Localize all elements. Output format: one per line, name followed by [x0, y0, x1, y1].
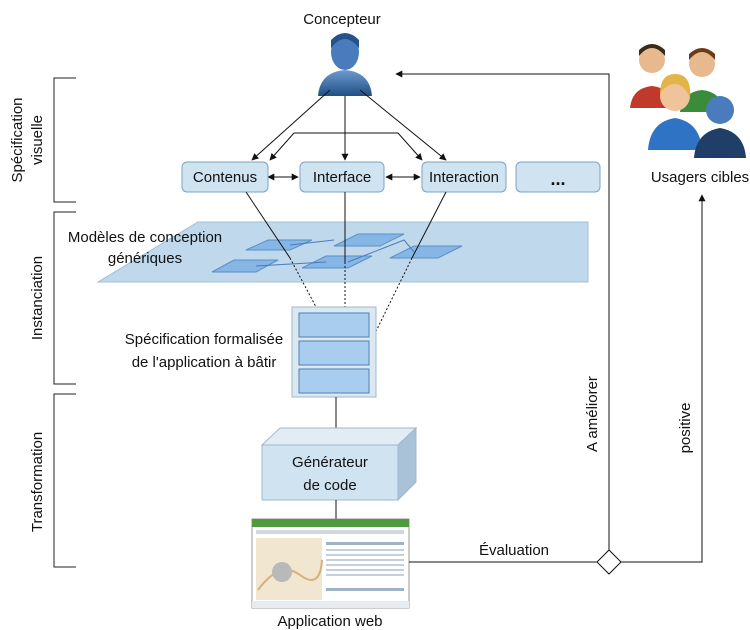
contents-label: Contenus: [193, 169, 257, 186]
generic-models-label-line2: génériques: [108, 250, 182, 267]
formal-spec-label-line2: de l'application à bâtir: [132, 354, 277, 371]
arrow-designer-contents: [251, 89, 331, 161]
visual-spec-label-line2: visuelle: [29, 115, 46, 165]
decision-diamond: [596, 549, 622, 575]
web-app-screenshot: [251, 518, 410, 609]
formal-spec-label-line1: Spécification formalisée: [125, 331, 283, 348]
arrow-positive-users: [621, 194, 706, 563]
improve-label: A améliorer: [584, 376, 601, 452]
visual-spec-bracket: [53, 77, 76, 203]
instantiation-bracket: [53, 211, 76, 385]
positive-label: positive: [677, 403, 694, 454]
interface-label: Interface: [313, 169, 371, 186]
interaction-box: Interaction: [421, 161, 507, 193]
model-tiles: [211, 233, 463, 273]
arrow-contents-interaction: [269, 132, 423, 161]
target-users-label: Usagers cibles: [651, 169, 749, 186]
transformation-label: Transformation: [29, 432, 46, 532]
generator-label-line1: Générateur: [292, 454, 368, 471]
target-users-icon: [630, 44, 746, 158]
visual-spec-label-line1: Spécification: [9, 97, 26, 182]
interaction-label: Interaction: [429, 169, 499, 186]
instantiation-label: Instanciation: [29, 256, 46, 340]
generic-models-label-line1: Modèles de conception: [68, 229, 222, 246]
arrow-interaction-spec-top: [411, 191, 447, 259]
interface-box: Interface: [299, 161, 385, 193]
more-box: ...: [515, 161, 601, 193]
arrow-designer-interaction: [359, 89, 447, 161]
transformation-bracket: [53, 393, 76, 568]
code-generator-box: Générateur de code: [260, 426, 418, 502]
evaluation-label: Évaluation: [479, 542, 549, 559]
designer-label: Concepteur: [303, 11, 381, 28]
arrow-improve-feedback: [395, 70, 610, 550]
generator-label-line2: de code: [303, 477, 356, 494]
contents-box: Contenus: [181, 161, 269, 193]
web-app-label: Application web: [277, 613, 382, 630]
arrow-contents-spec-top: [245, 191, 291, 259]
more-label: ...: [550, 169, 565, 189]
formal-spec-stack: [291, 306, 377, 398]
designer-person-icon: [318, 33, 372, 96]
